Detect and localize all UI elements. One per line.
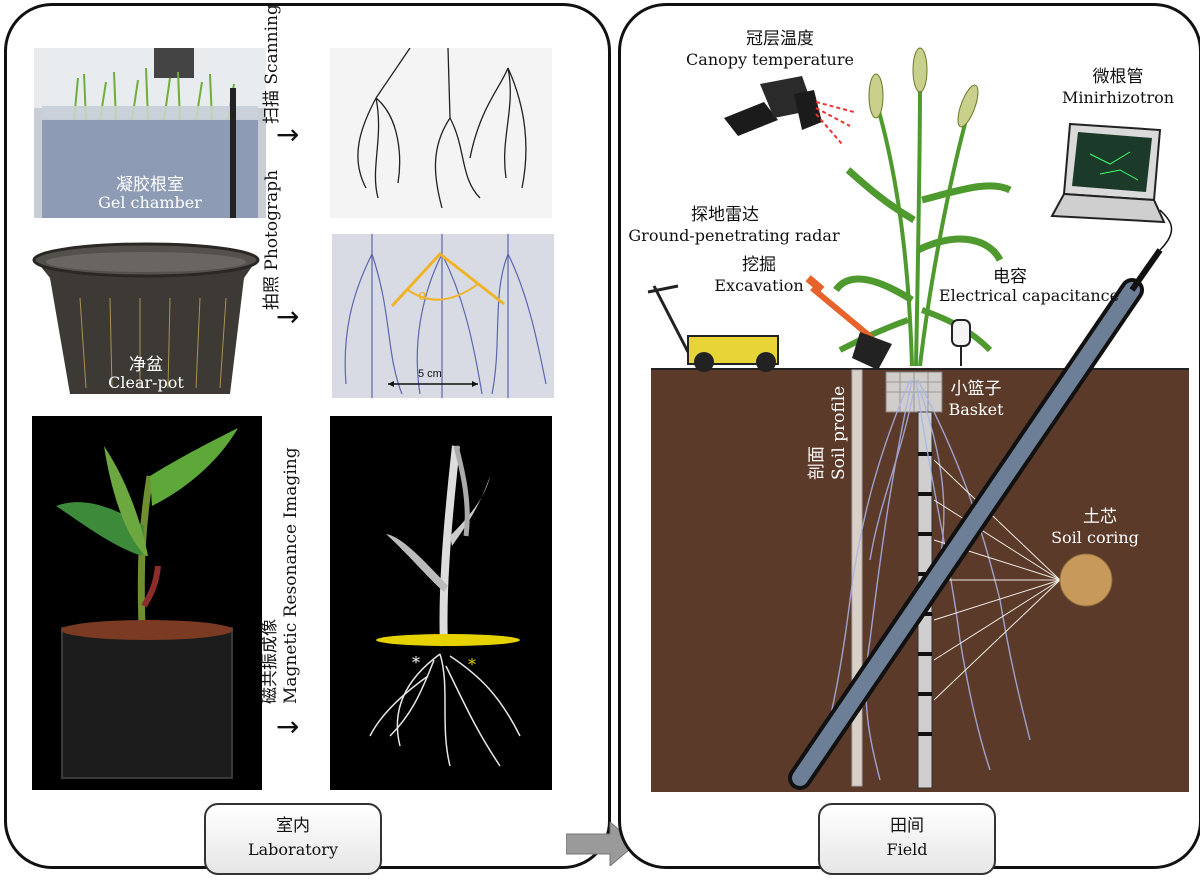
laptop xyxy=(1050,122,1166,224)
ground-penetrating-radar-label-en: Ground-penetrating radar xyxy=(628,226,840,245)
maize-pot-photo xyxy=(32,416,262,790)
scanned-roots-image xyxy=(330,48,552,218)
svg-text:*: * xyxy=(468,655,476,674)
wheat-plant xyxy=(833,83,1012,367)
field-caption-cn: 田间 xyxy=(890,816,924,836)
field-caption: 田间 Field xyxy=(818,803,996,875)
soil-coring-label-en: Soil coring xyxy=(1051,528,1139,547)
clear-pot-photo xyxy=(30,238,262,408)
minirhizotron-label-en: Minirhizotron xyxy=(1061,88,1175,107)
field-caption-en: Field xyxy=(886,840,928,859)
clear-pot-label-cn: 净盆 xyxy=(129,355,163,375)
gel-chamber-label-cn: 凝胶根室 xyxy=(116,175,184,195)
basket-label-en: Basket xyxy=(948,400,1004,419)
lab-to-field-arrow xyxy=(565,820,638,870)
soil-profile-strip xyxy=(851,369,863,787)
soil-coring-label-cn: 土芯 xyxy=(1083,507,1117,527)
canopy-temperature-label-cn: 冠层温度 xyxy=(746,29,814,49)
excavation-label-en: Excavation xyxy=(714,276,804,295)
svg-text:*: * xyxy=(412,653,420,672)
laboratory-caption-en: Laboratory xyxy=(248,840,338,859)
minirhizotron-tube xyxy=(788,209,1173,790)
soil-profile-label: 剖面 Soil profile xyxy=(806,386,850,480)
soil-core-sample xyxy=(1059,553,1113,607)
soil-profile-label-en: Soil profile xyxy=(829,385,849,480)
gel-chamber-label-en: Gel chamber xyxy=(98,193,202,212)
excavation-shovel xyxy=(805,275,892,370)
scanning-arrow: → xyxy=(276,118,300,151)
mri-image: * * xyxy=(330,416,552,790)
canopy-temperature-label-en: Canopy temperature xyxy=(686,50,854,69)
excavation-label-cn: 挖掘 xyxy=(742,255,776,275)
capacitance-probe xyxy=(951,319,971,366)
ground-penetrating-radar-label-cn: 探地雷达 xyxy=(691,205,759,225)
laboratory-caption-cn: 室内 xyxy=(276,816,310,836)
electrical-capacitance-label-en: Electrical capacitance xyxy=(938,286,1120,305)
electrical-capacitance-label-cn: 电容 xyxy=(993,267,1027,287)
wheat-ears xyxy=(868,47,979,128)
ground-penetrating-radar-cart xyxy=(647,284,779,372)
scale-bar-label: 5 cm xyxy=(418,368,442,380)
basket-label-cn: 小篮子 xyxy=(950,379,1002,399)
gel-chamber-photo xyxy=(34,48,266,218)
laboratory-caption: 室内 Laboratory xyxy=(204,803,382,875)
minirhizotron-label-cn: 微根管 xyxy=(1092,67,1144,87)
clear-pot-label-en: Clear-pot xyxy=(108,373,184,392)
photographed-roots-image xyxy=(332,234,554,398)
infrared-thermometer xyxy=(724,76,855,145)
photograph-arrow: → xyxy=(276,300,300,333)
angle-alpha-label: α xyxy=(418,286,429,304)
soil-profile-label-cn: 剖面 xyxy=(807,446,827,480)
mri-arrow: → xyxy=(276,710,300,743)
